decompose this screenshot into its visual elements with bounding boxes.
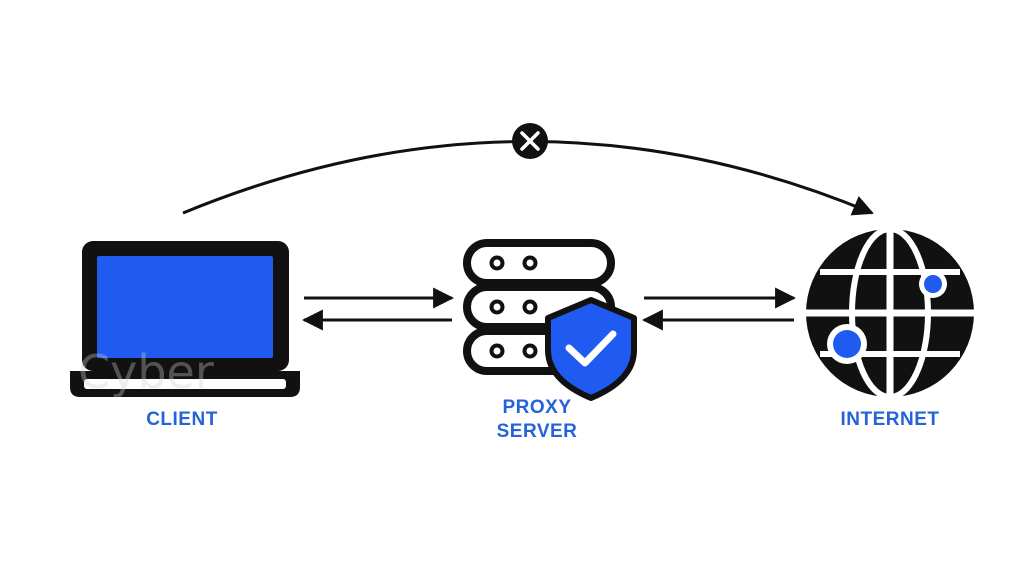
globe-icon: [806, 226, 974, 400]
proxy-label-line1: PROXY: [502, 397, 571, 418]
proxy-label-line2: SERVER: [497, 421, 578, 442]
client-label: CLIENT: [146, 409, 218, 430]
client-node: CLIENT: [70, 241, 300, 430]
laptop-icon: [70, 241, 300, 397]
proxy-internet-connection: [641, 287, 797, 331]
direct-connection: [182, 123, 874, 216]
client-proxy-connection: [301, 287, 455, 331]
internet-node: INTERNET: [806, 226, 974, 430]
x-circle-icon: [512, 123, 548, 159]
watermark: Cyber: [78, 345, 214, 399]
shield-check-icon: [545, 297, 637, 401]
proxy-node: PROXY SERVER: [463, 239, 637, 442]
internet-label: INTERNET: [841, 409, 940, 430]
